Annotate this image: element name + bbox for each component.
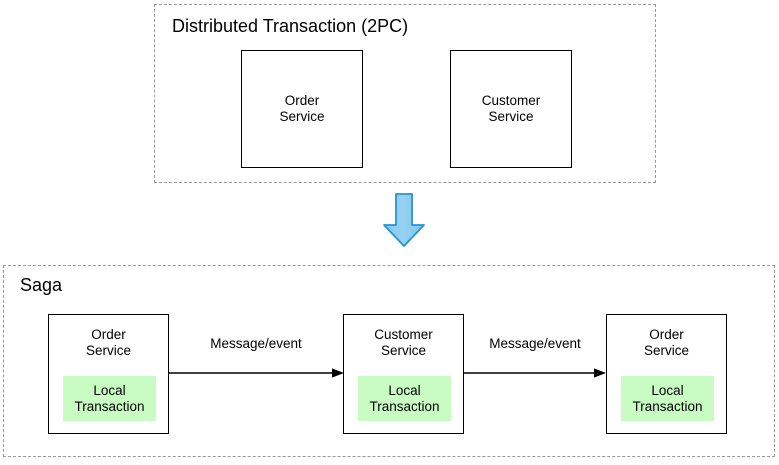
service-box-order-service-top[interactable]: Order Service	[241, 50, 363, 168]
service-box-order-service-saga-1[interactable]: Order Service Local Transaction	[48, 314, 169, 434]
connector-arrow-1	[169, 368, 344, 378]
group-distributed-transaction	[154, 4, 656, 183]
service-label-customer-service-saga: Customer Service	[374, 327, 433, 358]
service-label-customer-service-top: Customer Service	[481, 93, 541, 124]
group-title-distributed-transaction: Distributed Transaction (2PC)	[172, 16, 409, 36]
service-box-order-service-saga-2[interactable]: Order Service Local Transaction	[606, 314, 727, 434]
group-title-saga: Saga	[20, 275, 63, 295]
service-label-order-service-top: Order Service	[279, 93, 325, 124]
service-box-customer-service-top[interactable]: Customer Service	[450, 50, 572, 168]
connector-label-2: Message/event	[489, 336, 581, 351]
service-label-order-service-saga-1: Order Service	[85, 327, 131, 358]
local-transaction-order-service-saga-1: Local Transaction	[63, 376, 156, 421]
service-label-order-service-saga-2: Order Service	[643, 327, 689, 358]
connector-label-1: Message/event	[210, 336, 302, 351]
group-saga	[3, 265, 775, 457]
local-transaction-order-service-saga-2: Local Transaction	[621, 376, 714, 421]
connector-arrow-2	[464, 368, 606, 378]
service-box-customer-service-saga[interactable]: Customer Service Local Transaction	[343, 314, 464, 434]
down-arrow-icon	[382, 192, 426, 248]
local-transaction-customer-service-saga: Local Transaction	[358, 376, 451, 421]
